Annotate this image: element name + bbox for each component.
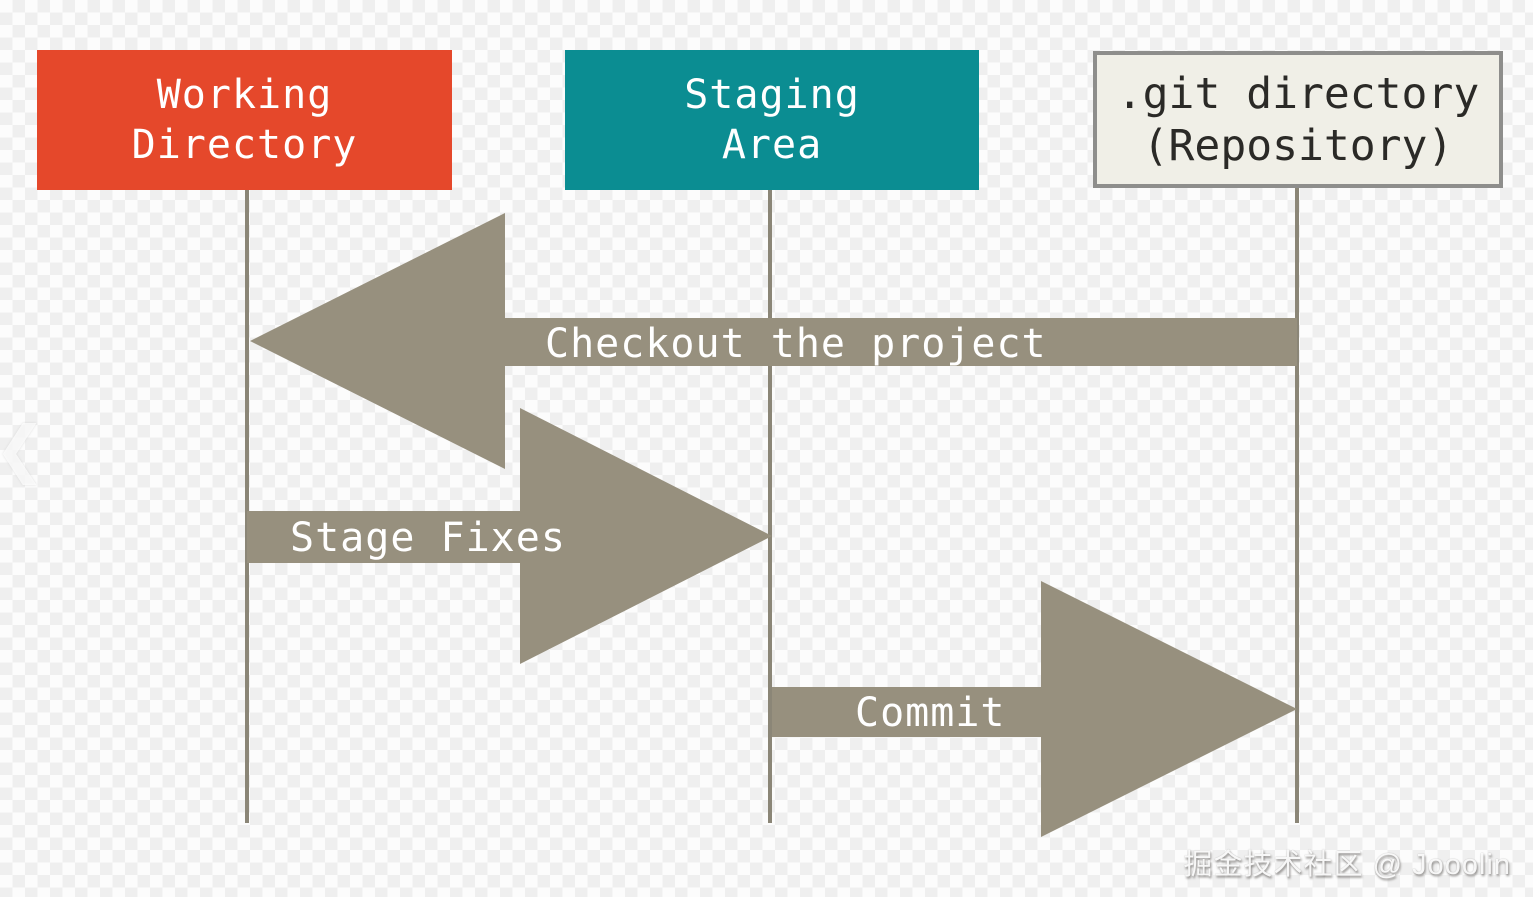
node-staging-area: Staging Area: [565, 50, 979, 190]
commit-arrow-label: Commit: [855, 690, 1006, 736]
node-repository: .git directory (Repository): [1093, 51, 1503, 188]
watermark: 掘金技术社区 @ Jooolin: [1183, 849, 1511, 881]
node-working-directory: Working Directory: [37, 50, 452, 190]
node-working-directory-line2: Directory: [131, 122, 358, 168]
lifeline-repository: [1295, 188, 1299, 823]
node-staging-area-line1: Staging: [684, 72, 860, 118]
node-working-directory-line1: Working: [156, 72, 333, 118]
node-repository-line1: .git directory: [1116, 68, 1480, 119]
node-repository-line2: (Repository): [1142, 120, 1454, 171]
lifeline-working-directory: [245, 190, 249, 823]
lifeline-staging-area: [768, 190, 772, 823]
node-staging-area-line2: Area: [721, 122, 823, 168]
stage-fixes-arrow-label: Stage Fixes: [290, 515, 566, 561]
commit-arrow: [772, 581, 1297, 837]
checkout-arrow-label: Checkout the project: [545, 321, 1047, 367]
chevron-left-icon[interactable]: ❮: [0, 412, 46, 485]
